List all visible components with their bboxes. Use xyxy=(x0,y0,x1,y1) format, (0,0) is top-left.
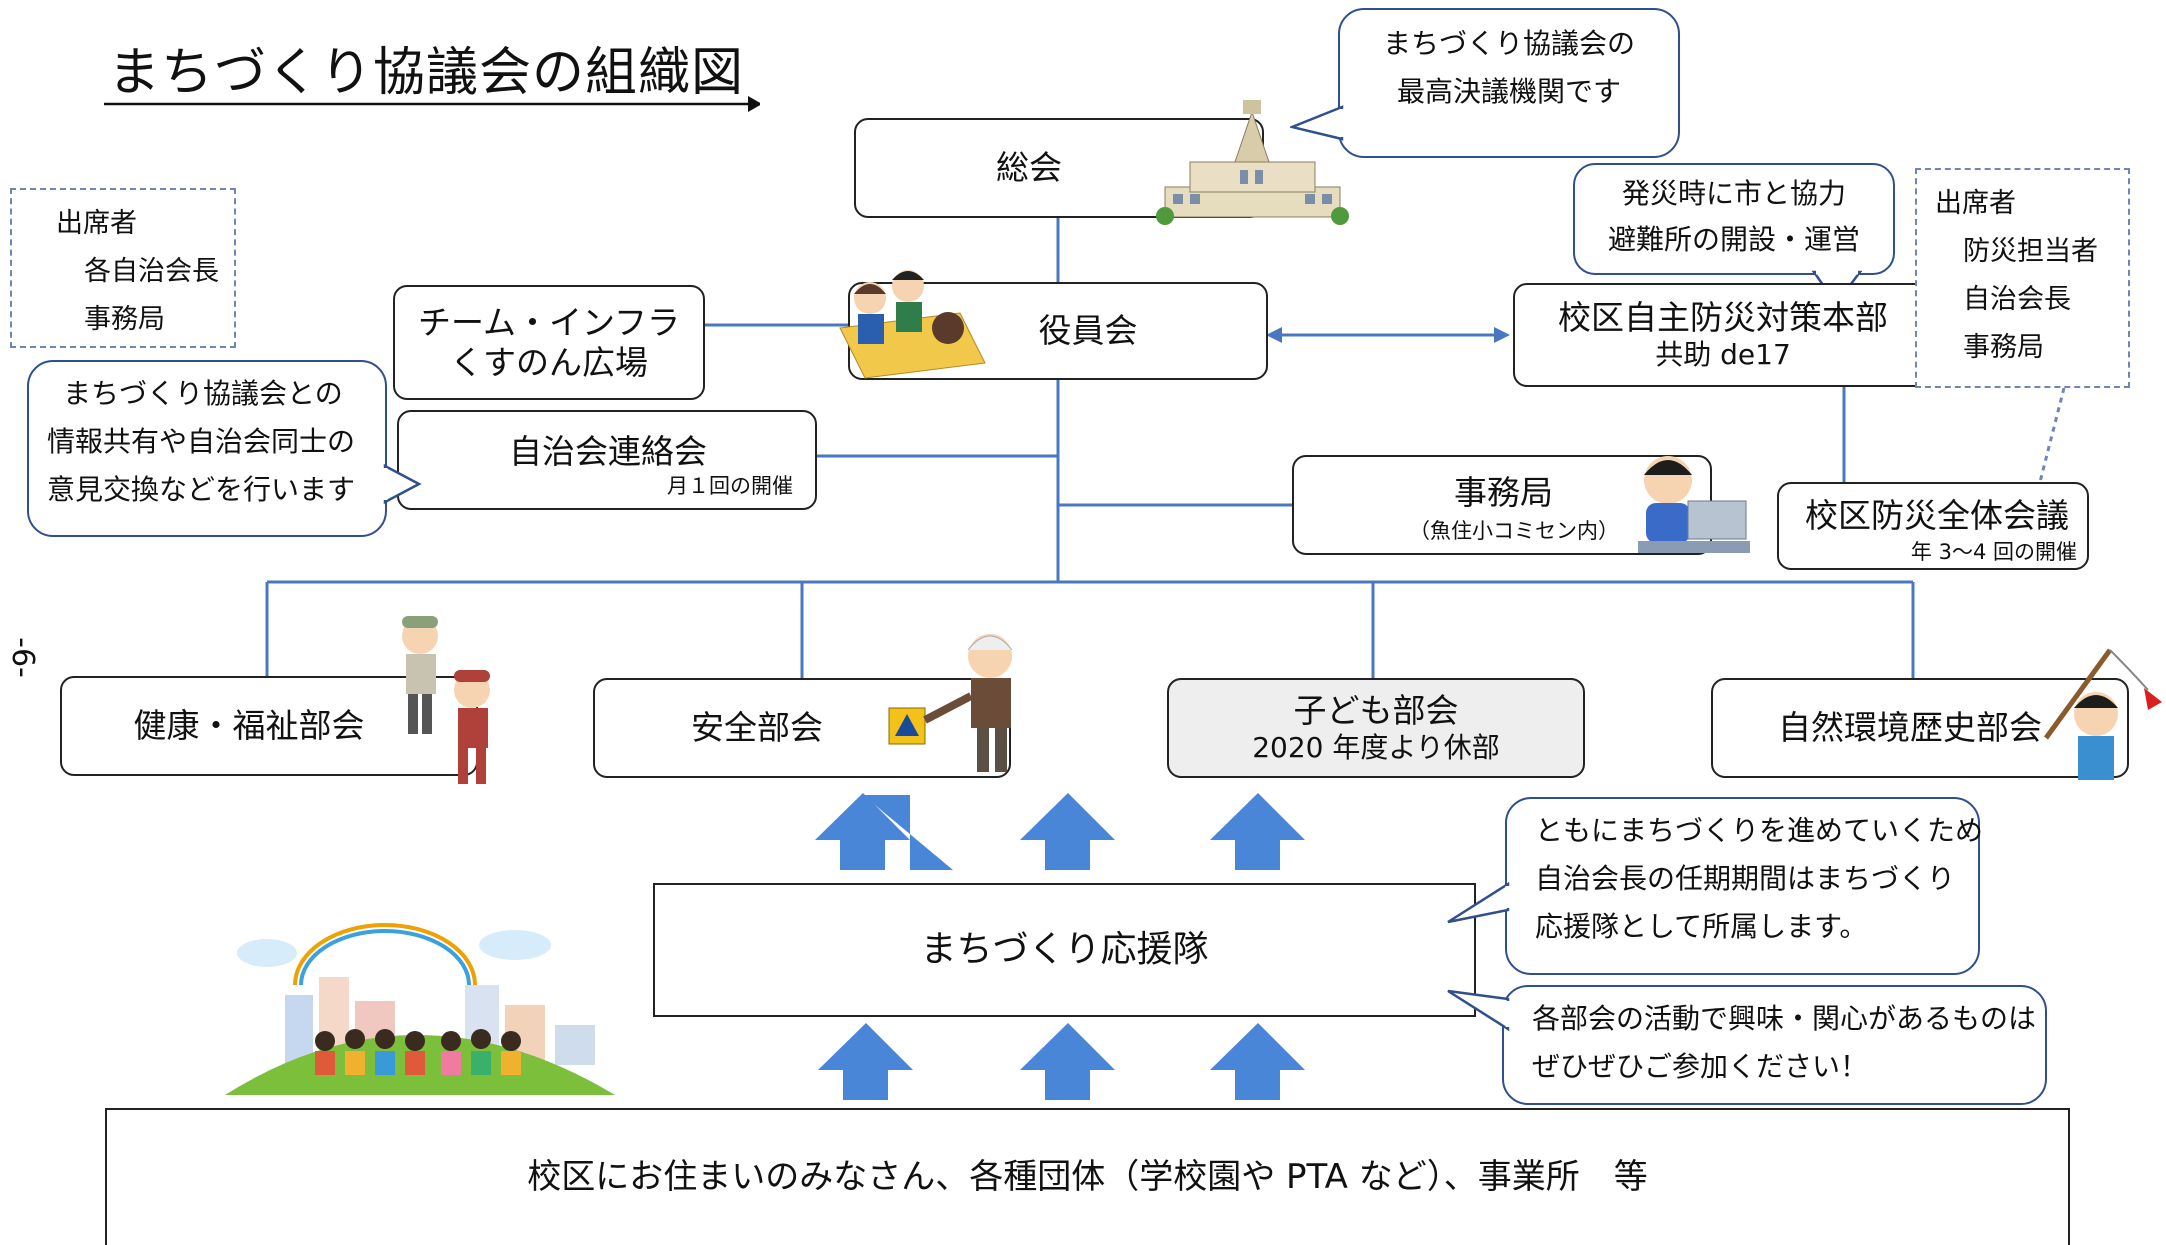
supporters-label: まちづくり応援隊 xyxy=(920,929,1209,971)
node-secretariat: 事務局 （魚住小コミセン内） xyxy=(1292,455,1712,555)
note-line: 事務局 xyxy=(1963,332,2044,363)
bubble-tail xyxy=(1290,105,1345,141)
disaster-all-meeting-label: 校区防災全体会議 xyxy=(1805,496,2069,535)
disaster-hq-sub: 共助 de17 xyxy=(1655,338,1791,371)
note-line: 各自治会長 xyxy=(84,256,219,287)
note-line: 出席者 xyxy=(1935,188,2016,219)
office-worker-icon xyxy=(1638,456,1750,553)
note-line: 出席者 xyxy=(56,208,137,239)
children-label: 子ども部会 xyxy=(1293,691,1459,731)
nature-history-label: 自然環境歴史部会 xyxy=(1778,708,2042,748)
bubble-tail xyxy=(1447,989,1510,1032)
bubble-liaison-line: まちづくり協議会との xyxy=(63,377,343,410)
up-arrow-icon xyxy=(815,793,1305,1100)
page-title: まちづくり協議会の組織図 xyxy=(108,43,745,103)
node-disaster-hq: 校区自主防災対策本部 共助 de17 xyxy=(1513,283,1933,387)
node-team-infra: チーム・インフラ くすのん広場 xyxy=(393,285,705,400)
node-supporters: まちづくり応援隊 xyxy=(653,883,1476,1017)
note-right-attendees: 出席者 防災担当者 自治会長 事務局 xyxy=(1915,168,2130,388)
bubble-term-line: ともにまちづくりを進めていくため xyxy=(1535,814,1984,847)
fishing-kid-icon xyxy=(2043,648,2162,780)
meeting-people-icon xyxy=(839,270,986,379)
bubble-participate-line: ぜひぜひご参加ください！ xyxy=(1532,1050,1869,1083)
bubble-liaison-line: 意見交換などを行います xyxy=(47,473,356,506)
bubble-term-line: 自治会長の任期期間はまちづくり xyxy=(1535,862,1956,895)
bubble-disaster: 発災時に市と協力 避難所の開設・運営 xyxy=(1573,163,1895,275)
node-council-liaison: 自治会連絡会 月１回の開催 xyxy=(397,410,817,510)
disaster-all-meeting-note: 年 3～4 回の開催 xyxy=(1910,540,2077,564)
council-liaison-note: 月１回の開催 xyxy=(667,474,793,498)
safety-label: 安全部会 xyxy=(691,708,823,748)
node-children: 子ども部会 2020 年度より休部 xyxy=(1167,678,1585,778)
bubble-top-line: 最高決議機関です xyxy=(1396,75,1621,108)
health-welfare-label: 健康・福祉部会 xyxy=(133,706,365,746)
board-label: 役員会 xyxy=(1038,311,1138,351)
note-line: 自治会長 xyxy=(1963,284,2071,315)
node-nature-history: 自然環境歴史部会 xyxy=(1711,678,2129,778)
council-liaison-label: 自治会連絡会 xyxy=(509,432,707,471)
title-underline-arrow xyxy=(104,96,760,112)
bubble-participate-line: 各部会の活動で興味・関心があるものは xyxy=(1532,1002,2037,1035)
node-safety: 安全部会 xyxy=(593,678,1011,778)
node-disaster-all-meeting: 校区防災全体会議 年 3～4 回の開催 xyxy=(1777,482,2089,570)
bubble-top-note: まちづくり協議会の 最高決議機関です xyxy=(1338,8,1680,158)
node-residents: 校区にお住まいのみなさん、各種団体（学校園や PTA など）、事業所 等 xyxy=(105,1108,2070,1245)
crossing-guard-icon xyxy=(888,634,1013,772)
team-infra-line2: くすのん広場 xyxy=(450,342,648,382)
walking-seniors-icon xyxy=(402,616,490,784)
bubble-top-line: まちづくり協議会の xyxy=(1382,27,1635,60)
bubble-tail xyxy=(383,463,422,505)
secretariat-label: 事務局 xyxy=(1454,473,1553,512)
bubble-disaster-line: 発災時に市と協力 xyxy=(1621,177,1846,210)
disaster-hq-label: 校区自主防災対策本部 xyxy=(1558,298,1888,338)
children-sub: 2020 年度より休部 xyxy=(1252,731,1500,764)
bubble-liaison-line: 情報共有や自治会同士の xyxy=(47,425,356,458)
note-left-attendees: 出席者 各自治会長 事務局 xyxy=(10,188,236,348)
residents-label: 校区にお住まいのみなさん、各種団体（学校園や PTA など）、事業所 等 xyxy=(527,1157,1648,1198)
bubble-tail xyxy=(1447,881,1510,924)
bubble-liaison: まちづくり協議会との 情報共有や自治会同士の 意見交換などを行います xyxy=(27,360,387,537)
bubble-participate: 各部会の活動で興味・関心があるものは ぜひぜひご参加ください！ xyxy=(1502,985,2047,1105)
team-infra-line1: チーム・インフラ xyxy=(417,302,681,342)
secretariat-sub: （魚住小コミセン内） xyxy=(1409,519,1619,543)
bubble-term-line: 応援隊として所属します。 xyxy=(1535,910,1868,943)
bubble-supporters-term: ともにまちづくりを進めていくため 自治会長の任期期間はまちづくり 応援隊として所… xyxy=(1505,797,1984,975)
note-line: 事務局 xyxy=(84,304,165,335)
town-community-illustration xyxy=(225,923,615,1095)
parliament-building-icon xyxy=(1156,100,1349,225)
bubble-disaster-line: 避難所の開設・運営 xyxy=(1607,223,1860,256)
note-line: 防災担当者 xyxy=(1963,236,2098,267)
general-meeting-label: 総会 xyxy=(996,148,1062,188)
